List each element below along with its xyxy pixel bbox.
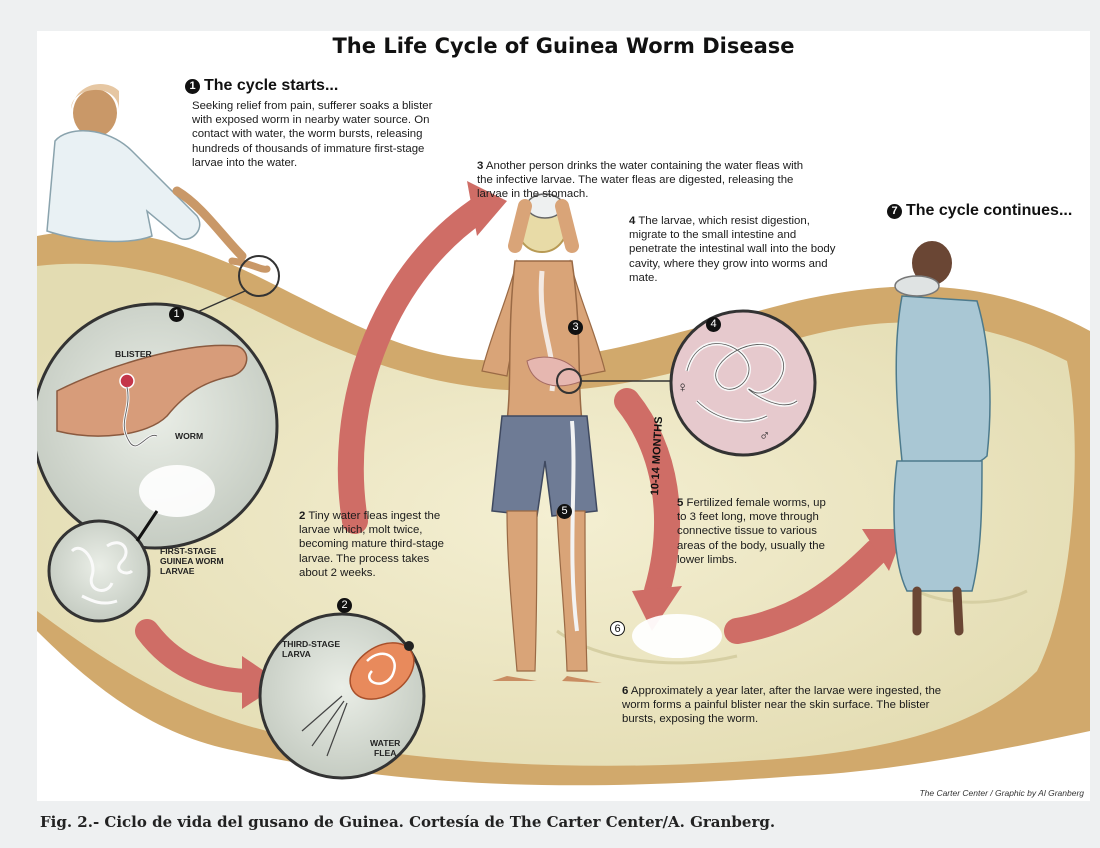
circle-number-5: 5: [557, 504, 572, 519]
worm-label: WORM: [175, 431, 203, 441]
circle-number-4: 4: [706, 317, 721, 332]
diagram-title: The Life Cycle of Guinea Worm Disease: [37, 34, 1090, 58]
step-5-body: Fertilized female worms, up to 3 feet lo…: [677, 497, 826, 566]
water-flea-label-line-2: FLEA: [370, 748, 400, 758]
step-1-number-badge: 1: [185, 79, 200, 94]
third-stage-label-line-1: THIRD-STAGE: [282, 639, 340, 649]
step-1-text: Seeking relief from pain, sufferer soaks…: [192, 99, 437, 170]
step-7-heading: 7 The cycle continues...: [887, 202, 1072, 220]
step-2-text: 2 Tiny water fleas ingest the larvae whi…: [299, 509, 449, 580]
circle-number-1: 1: [169, 307, 184, 322]
water-flea-label: WATER FLEA: [370, 738, 400, 758]
water-flea-label-line-1: WATER: [370, 738, 400, 748]
step-3-text: 3 Another person drinks the water contai…: [477, 159, 807, 202]
first-stage-label-line-2: GUINEA WORM: [160, 556, 224, 566]
female-symbol: ♀: [677, 383, 688, 393]
circle-number-2: 2: [337, 598, 352, 613]
step-3-body: Another person drinks the water containi…: [477, 160, 803, 200]
first-stage-label: FIRST-STAGE GUINEA WORM LARVAE: [160, 546, 224, 576]
step-7-number-badge: 7: [887, 204, 902, 219]
larvae-cloud: [139, 465, 215, 517]
larvae-circle: [49, 521, 149, 621]
step-4-text: 4 The larvae, which resist digestion, mi…: [629, 214, 844, 285]
circle-number-6: 6: [610, 621, 625, 636]
step-3-number: 3: [477, 160, 483, 172]
larvae-release-cloud: [632, 614, 722, 658]
step-6-number: 6: [622, 685, 628, 697]
figure-caption: Fig. 2.- Ciclo de vida del gusano de Gui…: [40, 813, 775, 831]
step-4-body: The larvae, which resist digestion, migr…: [629, 215, 835, 284]
blister-label: BLISTER: [115, 349, 152, 359]
step-6-body: Approximately a year later, after the la…: [622, 685, 941, 725]
step-2-number: 2: [299, 510, 305, 522]
first-stage-label-line-1: FIRST-STAGE: [160, 546, 224, 556]
third-stage-label-line-2: LARVA: [282, 649, 340, 659]
step-5-text: 5 Fertilized female worms, up to 3 feet …: [677, 496, 827, 567]
flea-eye: [404, 641, 414, 651]
step-4-number: 4: [629, 215, 635, 227]
step-1-heading: 1 The cycle starts...: [185, 77, 338, 95]
male-symbol: ♂: [759, 431, 770, 441]
first-stage-label-line-3: LARVAE: [160, 566, 224, 576]
step-7-heading-text: The cycle continues...: [906, 202, 1072, 219]
third-stage-label: THIRD-STAGE LARVA: [282, 639, 340, 659]
step-1-heading-text: The cycle starts...: [204, 77, 338, 94]
blister-mark: [120, 374, 134, 388]
step-5-number: 5: [677, 497, 683, 509]
credit-line: The Carter Center / Graphic by Al Granbe…: [919, 788, 1084, 798]
step-6-text: 6 Approximately a year later, after the …: [622, 684, 942, 727]
step-2-body: Tiny water fleas ingest the larvae which…: [299, 510, 444, 579]
circle-number-3: 3: [568, 320, 583, 335]
